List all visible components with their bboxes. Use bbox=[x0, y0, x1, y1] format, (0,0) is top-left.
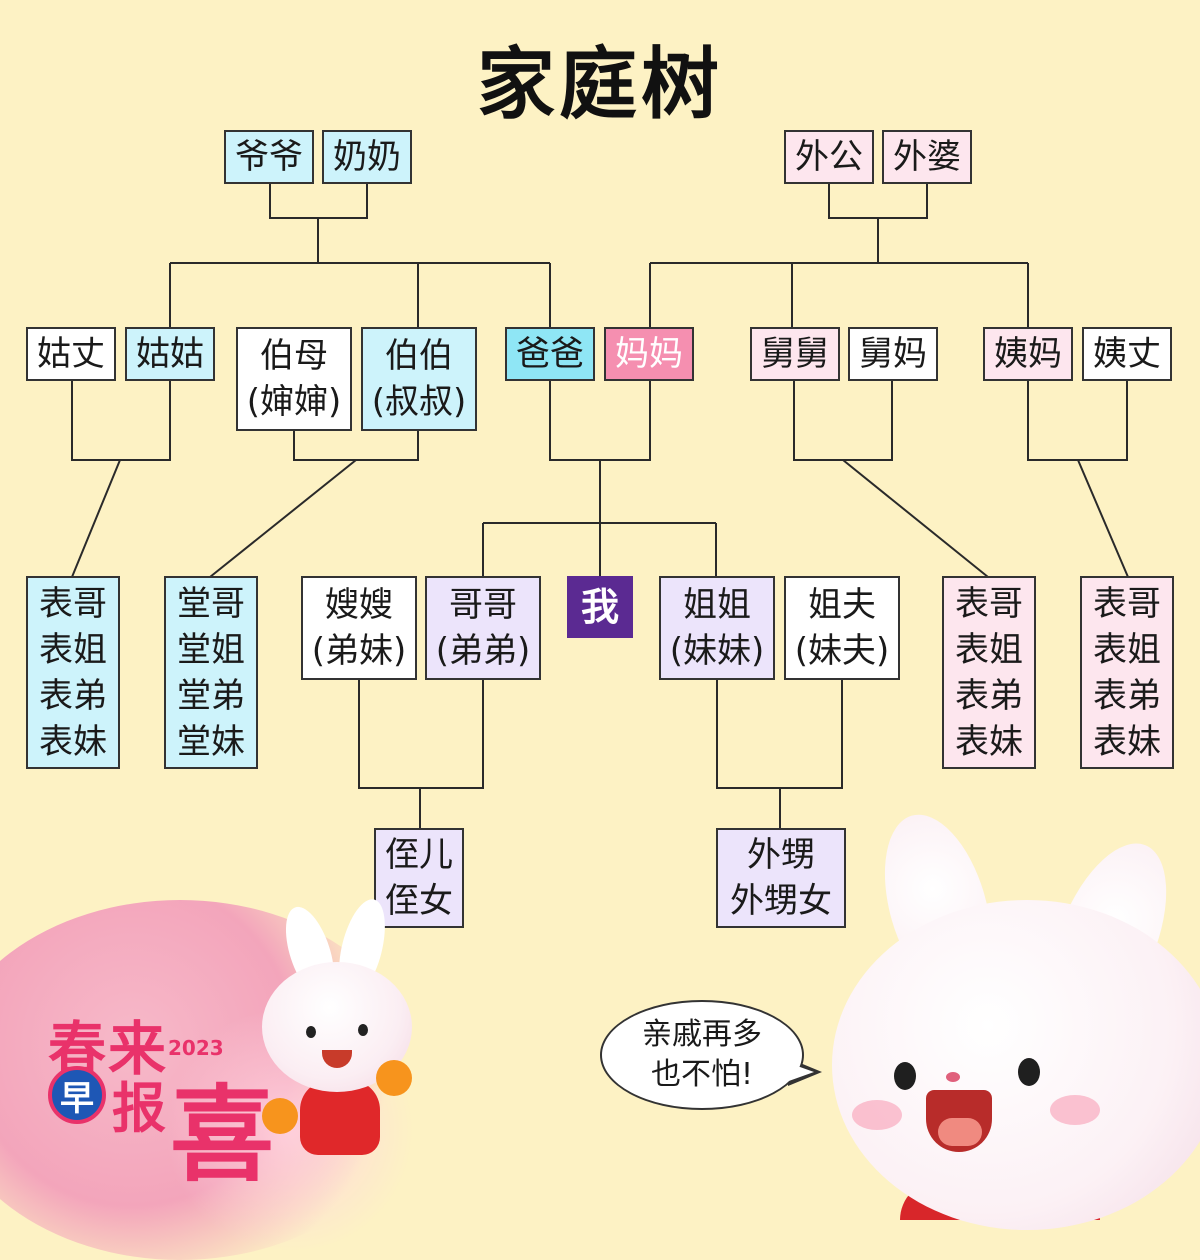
big-bunny-eye-right bbox=[1018, 1058, 1040, 1086]
node-sisters-children: 外甥 外甥女 bbox=[716, 828, 846, 928]
logo-year: 2023 bbox=[168, 1036, 224, 1060]
line-aunt-couple bbox=[71, 380, 171, 578]
node-maternal-uncle-wife: 舅妈 bbox=[848, 327, 938, 381]
node-uncle: 伯伯 (叔叔) bbox=[361, 327, 477, 431]
node-me: 我 bbox=[567, 576, 633, 638]
line-maternal-aunt-couple bbox=[1027, 380, 1129, 578]
big-bunny-head bbox=[832, 900, 1200, 1230]
small-bunny-eye-right bbox=[358, 1024, 368, 1036]
line-maternal-children bbox=[649, 262, 1029, 328]
node-nephew-niece: 侄儿 侄女 bbox=[374, 828, 464, 928]
node-cousins-paternal-uncle: 堂哥 堂姐 堂弟 堂妹 bbox=[164, 576, 258, 769]
line-grandparents bbox=[269, 182, 368, 263]
node-grandpa: 爷爷 bbox=[224, 130, 314, 184]
small-bunny-body bbox=[300, 1080, 380, 1155]
line-maternal-grandparents bbox=[828, 182, 928, 263]
big-bunny-tongue bbox=[938, 1118, 982, 1146]
node-grandma: 奶奶 bbox=[322, 130, 412, 184]
node-aunt-husband: 姑丈 bbox=[26, 327, 116, 381]
orange-icon bbox=[376, 1060, 412, 1096]
line-sister-couple bbox=[716, 680, 843, 828]
node-dad: 爸爸 bbox=[505, 327, 595, 381]
speech-bubble: 亲戚再多 也不怕! bbox=[600, 1000, 804, 1110]
small-bunny-eye-left bbox=[306, 1026, 316, 1038]
node-cousins-maternal-aunt: 表哥 表姐 表弟 表妹 bbox=[1080, 576, 1174, 769]
node-cousins-maternal-uncle: 表哥 表姐 表弟 表妹 bbox=[942, 576, 1036, 769]
line-brother-couple bbox=[358, 680, 484, 828]
node-maternal-aunt: 姨妈 bbox=[983, 327, 1073, 381]
big-bunny-cheek-right bbox=[1050, 1095, 1100, 1125]
node-brother-in-law: 姐夫 (妹夫) bbox=[784, 576, 900, 680]
node-aunt: 姑姑 bbox=[125, 327, 215, 381]
speech-line-2: 也不怕! bbox=[650, 1057, 754, 1092]
big-bunny-nose bbox=[946, 1072, 960, 1082]
line-maternal-uncle-couple bbox=[793, 380, 989, 578]
node-sister-in-law: 嫂嫂 (弟妹) bbox=[301, 576, 417, 680]
big-bunny-eye-left bbox=[894, 1062, 916, 1090]
node-maternal-grandma: 外婆 bbox=[882, 130, 972, 184]
node-maternal-uncle: 舅舅 bbox=[750, 327, 840, 381]
logo-text-bao: 报 bbox=[112, 1077, 166, 1140]
speech-line-1: 亲戚再多 bbox=[642, 1017, 762, 1052]
big-bunny-cheek-left bbox=[852, 1100, 902, 1130]
orange-icon bbox=[262, 1098, 298, 1134]
speech-bubble-tail-inner bbox=[786, 1062, 814, 1082]
node-maternal-aunt-husband: 姨丈 bbox=[1082, 327, 1172, 381]
logo-text-xi: 喜 bbox=[170, 1074, 275, 1196]
logo-badge: 早 bbox=[48, 1066, 106, 1124]
small-bunny-mouth bbox=[322, 1050, 352, 1068]
connector-lines bbox=[71, 182, 1129, 828]
line-uncle-couple bbox=[209, 430, 419, 578]
node-brother: 哥哥 (弟弟) bbox=[425, 576, 541, 680]
line-paternal-children bbox=[169, 262, 551, 328]
node-sister: 姐姐 (妹妹) bbox=[659, 576, 775, 680]
node-mom: 妈妈 bbox=[604, 327, 694, 381]
node-maternal-grandpa: 外公 bbox=[784, 130, 874, 184]
page-title: 家庭树 bbox=[476, 40, 723, 130]
line-parents bbox=[482, 380, 717, 577]
node-cousins-paternal-aunt: 表哥 表姐 表弟 表妹 bbox=[26, 576, 120, 769]
node-uncle-wife: 伯母 (婶婶) bbox=[236, 327, 352, 431]
